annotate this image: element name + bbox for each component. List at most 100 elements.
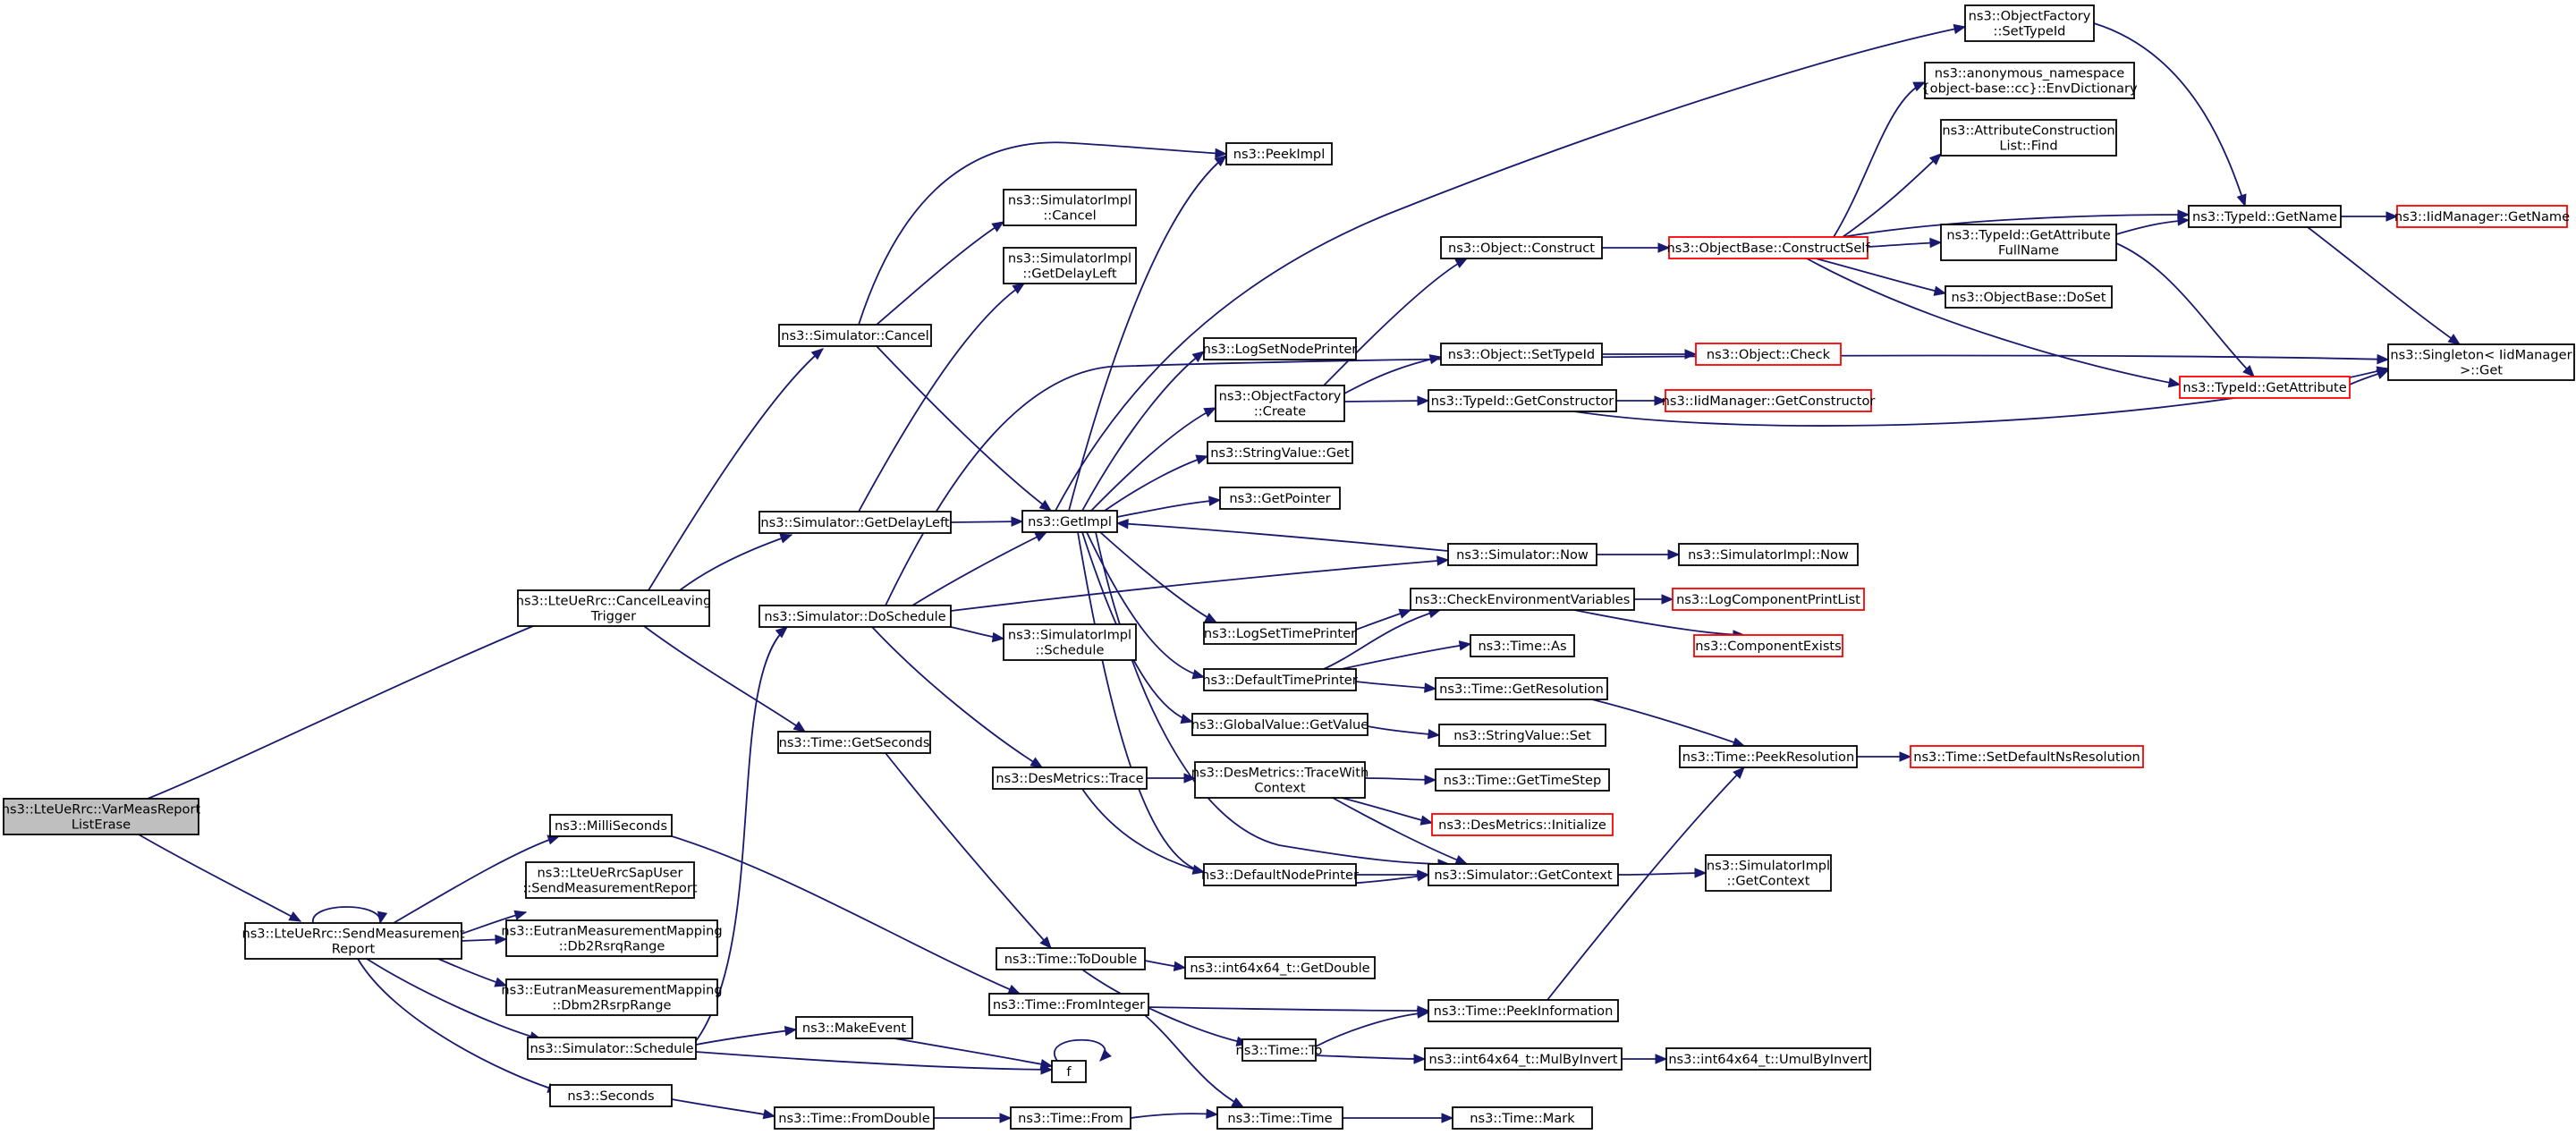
node-simImplSchedule[interactable]: ns3::SimulatorImpl::Schedule (1003, 623, 1137, 661)
node-componentExists[interactable]: ns3::ComponentExists (1693, 634, 1843, 657)
edge-line (1323, 609, 1441, 670)
node-makeEvent[interactable]: ns3::MakeEvent (795, 1016, 913, 1039)
node-timeMark[interactable]: ns3::Time::Mark (1452, 1106, 1593, 1130)
node-defaultNodePrinter[interactable]: ns3::DefaultNodePrinter (1201, 863, 1359, 886)
node-objFactoryCreate[interactable]: ns3::ObjectFactory::Create (1215, 385, 1345, 422)
edge-defaultTimePrinter-to-timeAs (1341, 640, 1472, 670)
node-objFactorySetTypeId[interactable]: ns3::ObjectFactory::SetTypeId (1964, 4, 2095, 42)
node-f[interactable]: f (1051, 1060, 1087, 1083)
node-logSetNodePrinter[interactable]: ns3::LogSetNodePrinter (1203, 337, 1358, 360)
node-timeGetSeconds[interactable]: ns3::Time::GetSeconds (777, 731, 931, 754)
node-int64UmulByInvert[interactable]: ns3::int64x64_t::UmulByInvert (1665, 1047, 1871, 1071)
node-checkEnvVars[interactable]: ns3::CheckEnvironmentVariables (1410, 588, 1635, 611)
node-simGetDelayLeft[interactable]: ns3::Simulator::GetDelayLeft (758, 511, 952, 534)
edge-arrowhead (1398, 608, 1412, 619)
node-logSetTimePrinter[interactable]: ns3::LogSetTimePrinter (1203, 622, 1357, 645)
node-simImplGetDelayLeft[interactable]: ns3::SimulatorImpl::GetDelayLeft (1003, 247, 1137, 284)
node-objCheck[interactable]: ns3::Object::Check (1695, 343, 1842, 366)
node-timeFromInteger[interactable]: ns3::Time::FromInteger (988, 993, 1149, 1016)
node-int64GetDouble[interactable]: ns3::int64x64_t::GetDouble (1184, 956, 1376, 979)
node-timeGetResolution[interactable]: ns3::Time::GetResolution (1435, 677, 1608, 700)
edge-arrowhead (1191, 351, 1206, 363)
node-logComponentPrintList[interactable]: ns3::LogComponentPrintList (1672, 588, 1865, 611)
node-envDictionary[interactable]: ns3::anonymous_namespace{object-base::cc… (1921, 62, 2138, 99)
edge-objFactoryCreate-to-objSetTypeId (1343, 354, 1443, 394)
edge-sendMeas-to-db2Rsrq (461, 934, 508, 945)
node-objConstruct[interactable]: ns3::Object::Construct (1440, 236, 1603, 259)
node-simDoSchedule[interactable]: ns3::Simulator::DoSchedule (758, 605, 952, 628)
edge-arrowhead (1655, 1054, 1668, 1064)
node-timePeekInformation[interactable]: ns3::Time::PeekInformation (1428, 999, 1619, 1022)
node-box (1668, 236, 1868, 259)
node-iidGetConstructor[interactable]: ns3::IidManager::GetConstructor (1662, 389, 1876, 412)
node-int64MulByInvert[interactable]: ns3::int64x64_t::MulByInvert (1424, 1047, 1623, 1071)
node-box (1003, 623, 1137, 661)
node-desTrace[interactable]: ns3::DesMetrics::Trace (992, 767, 1148, 790)
node-box (1940, 119, 2117, 157)
node-timeGetTimeStep[interactable]: ns3::Time::GetTimeStep (1435, 768, 1610, 792)
node-box (1435, 677, 1608, 700)
node-label: ns3::Time::FromInteger (993, 997, 1145, 1012)
edge-arrowhead (2447, 334, 2462, 345)
node-desInitialize[interactable]: ns3::DesMetrics::Initialize (1431, 813, 1614, 836)
edge-arrowhead (1427, 728, 1441, 740)
node-peekImpl[interactable]: ns3::PeekImpl (1225, 142, 1333, 165)
node-simNow[interactable]: ns3::Simulator::Now (1447, 543, 1597, 566)
node-simCancel[interactable]: ns3::Simulator::Cancel (778, 324, 932, 347)
node-label: ns3::TypeId::GetName (2192, 209, 2337, 224)
node-db2Rsrq[interactable]: ns3::EutranMeasurementMapping::Db2RsrqRa… (501, 919, 723, 957)
node-getImpl[interactable]: ns3::GetImpl (1021, 510, 1118, 533)
node-simImplCancel[interactable]: ns3::SimulatorImpl::Cancel (1003, 189, 1137, 226)
node-globalValueGetValue[interactable]: ns3::GlobalValue::GetValue (1191, 713, 1369, 736)
node-box (1940, 224, 2117, 261)
node-iidGetName[interactable]: ns3::IidManager::GetName (2394, 205, 2570, 228)
node-box (1695, 343, 1842, 366)
node-objSetTypeId[interactable]: ns3::Object::SetTypeId (1440, 343, 1603, 366)
edge-simGetDelayLeft-to-getImpl (950, 516, 1024, 527)
node-timeFrom[interactable]: ns3::Time::From (1010, 1106, 1131, 1130)
node-label: ns3::ObjectBase::DoSet (1951, 290, 2106, 305)
node-timeFromDouble[interactable]: ns3::Time::FromDouble (774, 1106, 935, 1130)
edge-int64MulByInvert-to-int64UmulByInvert (1622, 1054, 1668, 1064)
node-seconds[interactable]: ns3::Seconds (549, 1084, 673, 1107)
node-simImplNow[interactable]: ns3::SimulatorImpl::Now (1678, 543, 1859, 566)
node-timeTime[interactable]: ns3::Time::Time (1216, 1106, 1343, 1130)
edge-getImpl-to-stringValueGet (1104, 454, 1209, 512)
node-simSchedule[interactable]: ns3::Simulator::Schedule (527, 1037, 697, 1060)
node-objBaseConstructSelf[interactable]: ns3::ObjectBase::ConstructSelf (1667, 236, 1871, 259)
node-getPointer[interactable]: ns3::GetPointer (1219, 487, 1341, 510)
node-timeAs[interactable]: ns3::Time::As (1470, 634, 1575, 657)
node-sendMeas[interactable]: ns3::LteUeRrc::SendMeasurementReport (242, 922, 465, 960)
node-box (2396, 205, 2568, 228)
node-simImplGetContext[interactable]: ns3::SimulatorImpl::GetContext (1705, 854, 1832, 892)
node-timeTo[interactable]: ns3::Time::To (1236, 1038, 1323, 1062)
node-timeSetDefaultNsRes[interactable]: ns3::Time::SetDefaultNsResolution (1910, 745, 2144, 768)
node-typeIdGetConstructor[interactable]: ns3::TypeId::GetConstructor (1428, 389, 1617, 412)
node-typeIdGetAttribute[interactable]: ns3::TypeId::GetAttribute (2179, 376, 2351, 399)
node-dbm2Rsrp[interactable]: ns3::EutranMeasurementMapping::Dbm2RsrpR… (501, 978, 723, 1016)
node-typeIdGetName[interactable]: ns3::TypeId::GetName (2188, 205, 2342, 228)
node-defaultTimePrinter[interactable]: ns3::DefaultTimePrinter (1202, 668, 1358, 691)
node-objBaseDoSet[interactable]: ns3::ObjectBase::DoSet (1945, 285, 2113, 309)
node-milliSeconds[interactable]: ns3::MilliSeconds (549, 814, 673, 837)
node-box (1410, 588, 1635, 611)
edge-simNow-to-getImpl (1115, 519, 1449, 552)
node-timePeekResolution[interactable]: ns3::Time::PeekResolution (1679, 745, 1858, 768)
node-stringValueSet[interactable]: ns3::StringValue::Set (1438, 724, 1606, 747)
node-singletonGet[interactable]: ns3::Singleton< IidManager>::Get (2387, 343, 2575, 381)
edge-cancelLeaving-to-simGetDelayLeft (679, 533, 793, 591)
node-timeToDouble[interactable]: ns3::Time::ToDouble (996, 947, 1146, 970)
edge-line (871, 626, 1043, 768)
node-sapUser[interactable]: ns3::LteUeRrcSapUser::SendMeasurementRep… (522, 861, 698, 899)
node-simGetContext[interactable]: ns3::Simulator::GetContext (1428, 863, 1619, 886)
node-stringValueGet[interactable]: ns3::StringValue::Get (1207, 441, 1353, 464)
edge-objBaseConstructSelf-to-typeIdGetAttrFullName (1867, 237, 1943, 249)
node-box (244, 922, 462, 960)
edge-sendMeas-to-sendMeas (312, 906, 388, 925)
node-label: ns3::GetPointer (1229, 491, 1330, 506)
